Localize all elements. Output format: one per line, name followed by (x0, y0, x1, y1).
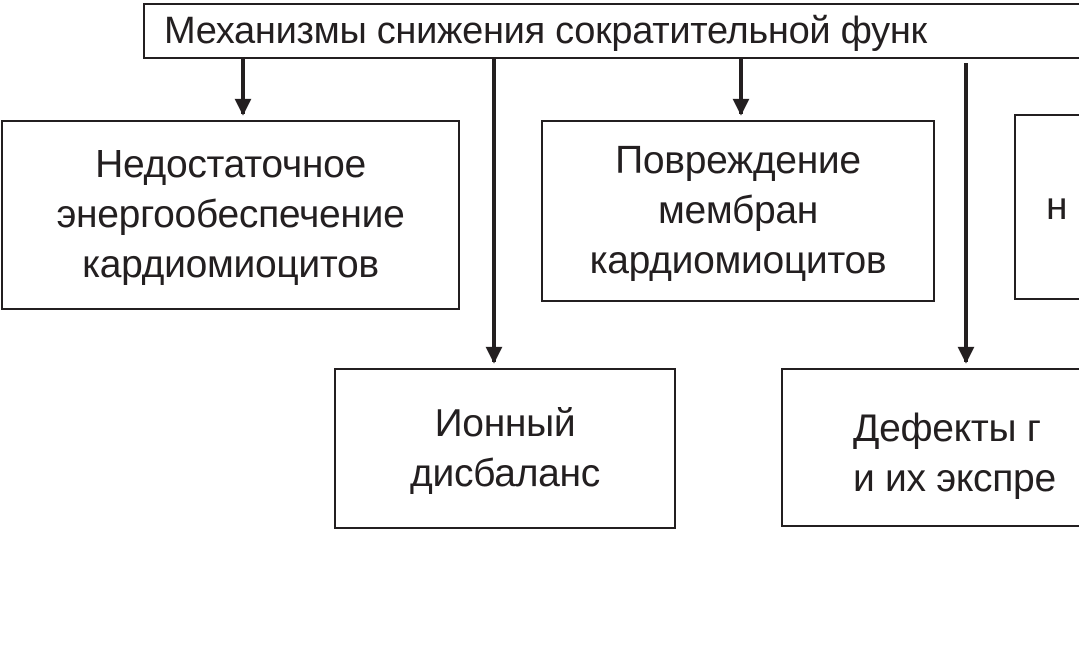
node-right-partial: н (1014, 114, 1079, 300)
diagram-title-box: Механизмы снижения сократительной функ (143, 3, 1079, 59)
node-energy-supply-label: Недостаточное энергообеспечение кардиоми… (56, 143, 405, 286)
node-membrane-damage-label: Повреждение мембран кардиомиоцитов (589, 139, 887, 282)
node-defects-label: Дефекты г и их экспре (853, 406, 1056, 500)
node-energy-supply: Недостаточное энергообеспечение кардиоми… (1, 120, 460, 310)
node-membrane-damage: Повреждение мембран кардиомиоцитов (541, 120, 935, 302)
node-ion-imbalance-label: Ионный дисбаланс (410, 401, 600, 495)
node-right-partial-label: н (1046, 185, 1068, 228)
diagram-title: Механизмы снижения сократительной функ (164, 10, 927, 52)
node-ion-imbalance: Ионный дисбаланс (334, 368, 676, 529)
node-defects: Дефекты г и их экспре (781, 368, 1079, 527)
